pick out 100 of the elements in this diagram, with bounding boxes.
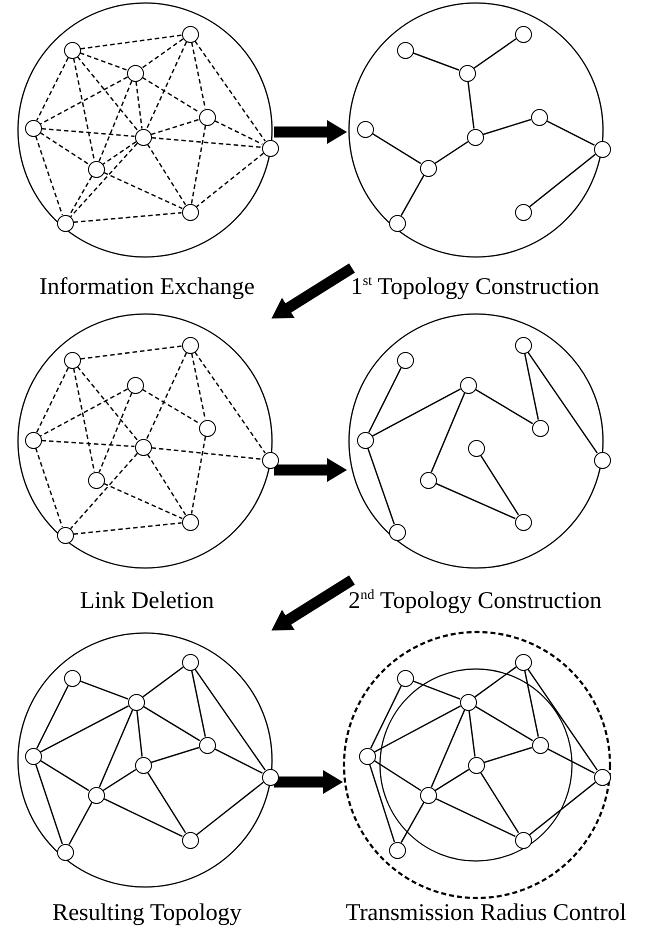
node-circle: [388, 842, 406, 858]
link-line: [136, 710, 143, 757]
link-line: [80, 680, 128, 700]
link-line: [80, 52, 128, 71]
panel-caption: Information Exchange: [39, 273, 255, 301]
node-circle: [468, 440, 484, 456]
link-line: [151, 137, 262, 148]
link-line: [467, 81, 475, 129]
link-line: [546, 120, 595, 146]
link-line: [435, 798, 516, 837]
link-line: [142, 706, 200, 742]
panel-caption: Link Deletion: [80, 587, 214, 615]
link-line: [430, 392, 466, 472]
link-line: [35, 448, 63, 528]
link-line: [412, 52, 460, 71]
panel-caption: 2$^{nd}$ Topology Construction: [348, 587, 602, 615]
link-line: [146, 352, 188, 440]
link-line: [191, 353, 206, 420]
node-circle: [420, 472, 436, 488]
link-line: [370, 685, 402, 749]
node-circle: [514, 514, 532, 530]
link-line: [72, 368, 96, 472]
link-line: [527, 352, 598, 454]
link-line: [529, 782, 596, 836]
arrow: [271, 575, 355, 630]
node-circle: [532, 420, 548, 436]
node-circle: [128, 694, 144, 710]
node-circle: [198, 420, 216, 436]
link-line: [142, 38, 184, 69]
link-line: [367, 448, 395, 524]
link-line: [474, 666, 517, 698]
link-line: [142, 666, 184, 698]
link-line: [68, 176, 92, 216]
link-line: [76, 56, 138, 131]
link-line: [68, 802, 93, 845]
node-circle: [182, 26, 198, 42]
link-line: [191, 670, 206, 737]
node-circle: [198, 736, 216, 754]
link-line: [102, 768, 136, 792]
link-line: [146, 454, 186, 516]
link-line: [372, 132, 422, 164]
link-line: [214, 120, 263, 145]
link-line: [98, 80, 132, 162]
node-circle: [388, 214, 406, 232]
link-line: [190, 125, 206, 204]
node-circle: [262, 140, 278, 156]
link-line: [190, 436, 206, 514]
node-circle: [56, 844, 74, 860]
node-circle: [24, 432, 42, 448]
link-line: [527, 668, 598, 770]
link-line: [194, 40, 266, 142]
link-line: [524, 670, 539, 737]
link-line: [434, 141, 468, 164]
node-circle: [514, 204, 532, 220]
link-line: [40, 705, 129, 753]
link-line: [103, 172, 183, 210]
link-line: [35, 136, 63, 216]
link-line: [146, 772, 186, 834]
link-line: [474, 706, 534, 742]
link-line: [214, 748, 263, 774]
node-circle: [594, 452, 610, 468]
arrow: [274, 120, 347, 144]
arrow: [274, 458, 347, 482]
node-circle: [88, 786, 104, 804]
link-line: [474, 38, 516, 69]
node-circle: [134, 128, 152, 146]
node-circle: [514, 336, 532, 354]
node-circle: [594, 768, 610, 786]
link-line: [76, 366, 138, 441]
link-line: [40, 132, 90, 165]
node-circle: [24, 120, 42, 136]
link-line: [400, 802, 424, 843]
link-line: [146, 41, 188, 130]
node-circle: [198, 108, 216, 126]
node-circle: [64, 42, 80, 58]
link-line: [150, 746, 200, 764]
link-line: [524, 353, 539, 420]
link-line: [480, 772, 520, 834]
link-line: [412, 680, 460, 700]
node-circle: [594, 140, 610, 158]
link-line: [196, 782, 264, 836]
link-line: [368, 764, 396, 842]
link-line: [474, 388, 534, 424]
link-line: [73, 522, 182, 535]
link-line: [430, 710, 466, 788]
link-line: [98, 392, 132, 472]
node-circle: [134, 756, 152, 774]
link-line: [35, 764, 63, 844]
panel-caption: Transmission Radius Control: [346, 899, 626, 927]
node-circle: [262, 768, 278, 786]
link-line: [36, 685, 69, 749]
node-circle: [532, 736, 548, 754]
node-circle: [126, 376, 144, 394]
link-line: [142, 388, 200, 424]
link-line: [146, 144, 186, 206]
link-line: [372, 388, 461, 437]
node-circle: [126, 64, 144, 82]
link-line: [73, 212, 182, 223]
link-line: [36, 57, 69, 121]
node-circle: [514, 26, 532, 42]
